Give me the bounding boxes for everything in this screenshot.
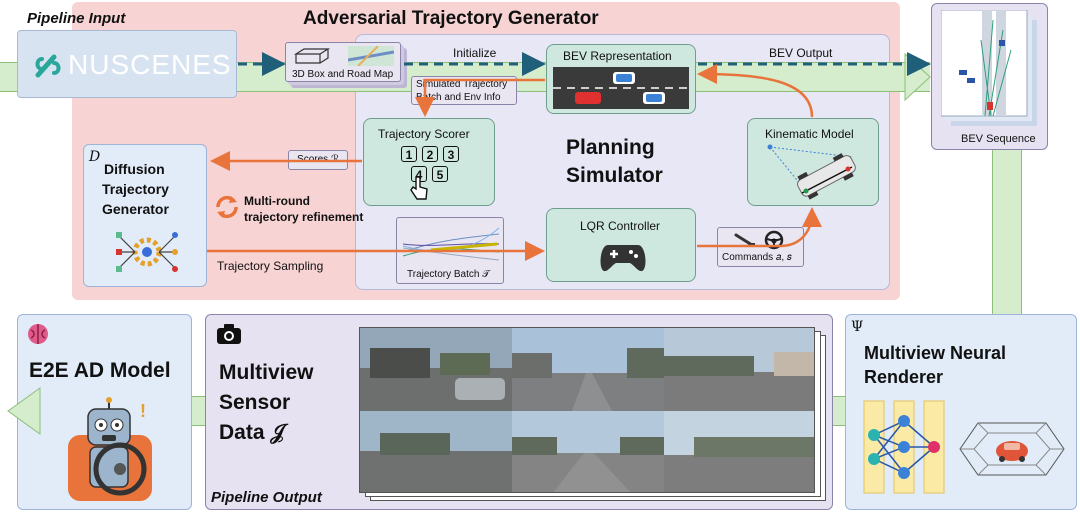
simulated-batch-line2: Batch and Env Info	[416, 92, 501, 103]
score-key-3: 3	[443, 146, 459, 162]
neural-network-icon	[863, 400, 945, 494]
nuscenes-logo-box: NUSCENES	[17, 30, 237, 98]
planning-simulator-line1: Planning	[566, 136, 655, 159]
camera-icon	[217, 324, 241, 344]
bev-representation-label: BEV Representation	[563, 49, 672, 63]
gamepad-icon	[600, 245, 646, 272]
trajectory-scorer-box: Trajectory Scorer 1 2 3 4 5	[363, 118, 495, 206]
trajectory-batch-plot	[402, 227, 500, 261]
svg-text:!: !	[140, 401, 146, 421]
commands-label: Commands 𝑎, 𝑠	[722, 252, 792, 263]
brain-icon	[28, 324, 48, 344]
camera-front-view	[512, 328, 664, 411]
renderer-line2: Renderer	[864, 367, 944, 387]
pipeline-output-label: Pipeline Output	[211, 489, 322, 506]
score-key-2: 2	[422, 146, 438, 162]
initialize-label: Initialize	[453, 46, 497, 60]
camera-front-left-view	[360, 328, 512, 411]
trajectory-sampling-label: Trajectory Sampling	[217, 259, 324, 273]
trajectory-batch-label: Trajectory Batch 𝒯	[407, 269, 490, 280]
planning-simulator-line2: Simulator	[566, 164, 663, 187]
nuscenes-logo-icon	[35, 54, 61, 78]
commands-card: Commands 𝑎, 𝑠	[717, 227, 804, 267]
multiview-line1: Multiview	[219, 361, 314, 384]
simulated-batch-tag: Simulated Trajectory Batch and Env Info	[411, 76, 517, 105]
vertical-flow-band	[992, 150, 1022, 315]
multi-round-line1: Multi-round	[244, 194, 310, 208]
gear-network-icon	[116, 232, 178, 272]
pointing-hand-icon	[410, 176, 428, 200]
neural-renderer-panel: Ψ Multiview Neural Renderer	[845, 314, 1077, 510]
pipeline-input-label: Pipeline Input	[27, 10, 126, 27]
camera-front-right-view	[664, 328, 814, 411]
camera-back-left-view	[360, 411, 512, 492]
sensor-data-panel: Multiview Sensor Data 𝒥	[205, 314, 833, 510]
scores-label: Scores ℛ	[297, 154, 339, 165]
diffusion-line3: Generator	[102, 201, 169, 217]
e2e-model-title: E2E AD Model	[29, 359, 171, 382]
bev-sequence-panel: BEV Sequence	[931, 3, 1048, 150]
3d-scene-car-icon	[959, 422, 1065, 476]
multiview-line2: Sensor	[219, 391, 291, 414]
camera-image-grid	[359, 327, 815, 493]
bev-representation-box: BEV Representation	[546, 44, 696, 114]
score-key-1: 1	[401, 146, 417, 162]
generator-title: Adversarial Trajectory Generator	[303, 8, 599, 29]
camera-back-view	[512, 411, 664, 492]
multi-round-line2: trajectory refinement	[244, 210, 364, 224]
simulated-batch-line1: Simulated Trajectory	[416, 79, 508, 90]
nuscenes-logo-text: NUSCENES	[68, 49, 232, 80]
bev-output-label: BEV Output	[769, 46, 833, 60]
3d-box-icon	[293, 48, 331, 64]
road-map-icon	[348, 46, 394, 66]
trajectory-batch-card: Trajectory Batch 𝒯	[396, 217, 504, 284]
kinematic-model-box: Kinematic Model	[747, 118, 879, 206]
multiview-line3: Data 𝒥	[219, 421, 285, 444]
camera-back-right-view	[664, 411, 814, 492]
renderer-line1: Multiview Neural	[864, 343, 1007, 363]
diffusion-symbol: D	[89, 149, 101, 165]
score-key-5: 5	[432, 166, 448, 182]
scores-tag: Scores ℛ	[288, 150, 348, 170]
diffusion-line1: Diffusion	[104, 161, 165, 177]
kinematic-car-icon	[767, 144, 856, 200]
steering-wheel-icon	[764, 230, 784, 250]
lqr-controller-box: LQR Controller	[546, 208, 696, 282]
bev-sequence-label: BEV Sequence	[961, 133, 1036, 145]
kinematic-model-label: Kinematic Model	[765, 127, 854, 141]
lqr-controller-label: LQR Controller	[580, 219, 661, 233]
pedal-icon	[734, 233, 755, 247]
robot-driver-icon: !	[68, 397, 152, 501]
box-road-map-card: 3D Box and Road Map	[285, 42, 401, 82]
box-road-map-label: 3D Box and Road Map	[292, 69, 394, 80]
bev-road-icon	[553, 67, 689, 109]
trajectory-scorer-label: Trajectory Scorer	[378, 127, 470, 141]
refresh-icon	[216, 195, 238, 219]
diffusion-line2: Trajectory	[102, 181, 169, 197]
bev-sequence-map	[941, 10, 1037, 126]
e2e-model-panel: E2E AD Model !	[17, 314, 192, 510]
psi-symbol: Ψ	[851, 319, 864, 335]
diffusion-generator-box: D Diffusion Trajectory Generator	[83, 144, 207, 287]
